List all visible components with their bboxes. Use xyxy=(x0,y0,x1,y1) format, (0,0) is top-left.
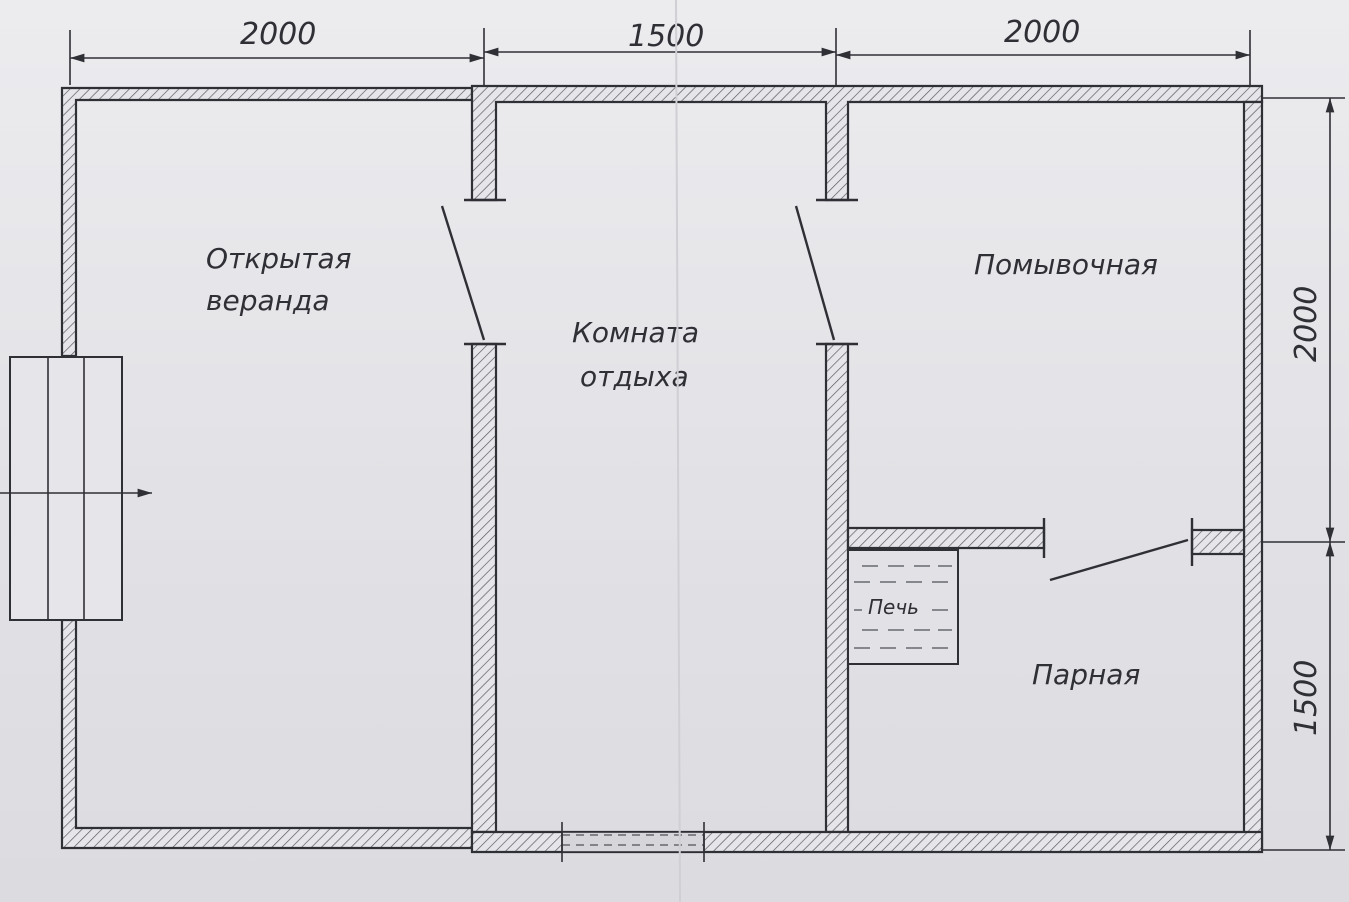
paper-fold xyxy=(675,0,681,902)
room-label-wash: Помывочная xyxy=(974,248,1158,281)
veranda-walls xyxy=(60,86,474,850)
dimension-label-right-1: 2000 xyxy=(1289,286,1324,362)
entrance-steps xyxy=(0,356,152,621)
room-label-rest-line1: Комната xyxy=(572,316,699,349)
room-label-veranda-line2: веранда xyxy=(206,284,329,317)
door-veranda-to-rest xyxy=(440,205,486,341)
room-labels: Открытая веранда Комната отдыха Помывочн… xyxy=(206,242,1158,691)
window-bottom xyxy=(561,822,705,862)
room-label-veranda-line1: Открытая xyxy=(206,242,351,275)
right-dimension-chain: 2000 1500 xyxy=(1262,97,1345,851)
dimension-label-top-2: 1500 xyxy=(628,19,704,54)
room-label-rest-line2: отдыха xyxy=(580,360,689,393)
stove: Печь xyxy=(847,549,959,665)
room-label-steam: Парная xyxy=(1032,658,1140,691)
door-jambs xyxy=(464,198,1194,566)
door-leaves xyxy=(440,205,1189,582)
dimension-label-top-1: 2000 xyxy=(240,17,316,52)
top-dimension-chain: 2000 1500 2000 xyxy=(69,15,1251,85)
stove-label: Печь xyxy=(868,595,919,619)
door-wash-to-steam xyxy=(1049,538,1189,582)
door-rest-to-wash xyxy=(794,205,836,341)
building-walls xyxy=(470,84,1264,854)
dimension-label-right-2: 1500 xyxy=(1289,660,1324,736)
dimension-label-top-3: 2000 xyxy=(1004,15,1080,50)
